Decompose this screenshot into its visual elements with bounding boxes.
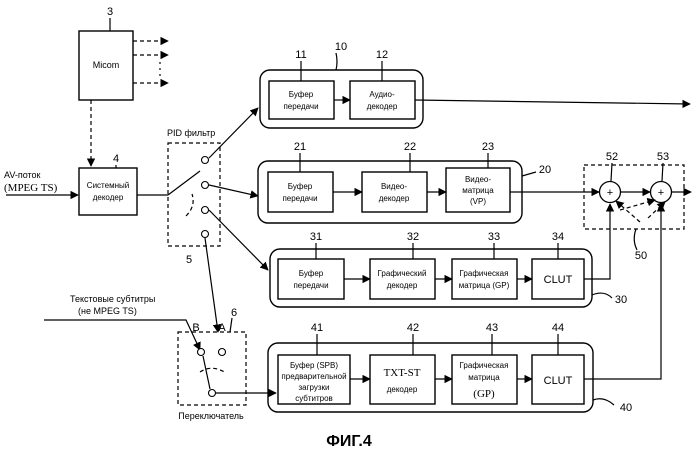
switch-label: Переключатель	[178, 411, 244, 421]
graphic-clut-ref: 34	[552, 231, 564, 243]
spb-line2: предварительной	[281, 372, 346, 381]
video-matrix-line2: матрица	[462, 186, 494, 195]
text-group-ref: 40	[620, 402, 632, 414]
graphic-buffer-ref: 31	[310, 231, 322, 243]
audio-decoder-line2: декодер	[367, 102, 398, 111]
figure-caption: ФИГ.4	[326, 433, 372, 450]
mixer-first-plus: +	[607, 187, 613, 199]
audio-buffer-line1: Буфер	[289, 90, 314, 99]
video-group-ref: 20	[539, 164, 551, 176]
graphic-decoder-line2: декодер	[387, 281, 418, 290]
video-decoder-line2: декодер	[379, 194, 410, 203]
audio-decoder-line1: Аудио-	[369, 90, 395, 99]
audio-group-ref: 10	[335, 41, 347, 53]
pid-filter-label: PID фильтр	[167, 128, 215, 138]
spb-line3: загрузки	[298, 383, 329, 392]
spb-line4: субтитров	[295, 394, 333, 403]
audio-buffer-line2: передачи	[283, 102, 318, 111]
switch-terminal-a: A	[218, 322, 226, 334]
pid-filter-ref: 5	[186, 254, 192, 266]
video-matrix-line3: (VP)	[470, 197, 486, 206]
video-decoder-ref: 22	[404, 141, 416, 153]
graphic-group: 30 Буфер передачи 31 Графический декодер…	[270, 231, 627, 307]
txt-decoder-line2: декодер	[387, 385, 418, 394]
spb-line1: Буфер (SPB)	[290, 361, 338, 370]
mpeg-ts-label: (MPEG TS)	[4, 182, 58, 194]
graphic-clut-label: CLUT	[544, 274, 573, 286]
pid-filter-block	[168, 143, 220, 246]
mixer-second-plus: +	[658, 187, 664, 199]
graphic-buffer-line2: передачи	[293, 281, 328, 290]
video-matrix-line1: Видео-	[465, 175, 491, 184]
mixer-second-ref: 53	[657, 151, 669, 163]
micom-label: Micom	[93, 60, 120, 70]
txt-decoder-ref: 42	[407, 322, 419, 334]
graphic-decoder-ref: 32	[407, 231, 419, 243]
system-decoder-ref: 4	[113, 153, 119, 165]
switch-ref: 6	[231, 307, 237, 319]
video-buffer-line2: передачи	[282, 194, 317, 203]
system-decoder-line2: декодер	[93, 193, 124, 202]
graphic-matrix-line2: матрица (GP)	[459, 281, 510, 290]
txt-decoder-line1: TXT-ST	[384, 367, 421, 379]
text-subtitle-group: 40 Буфер (SPB) предварительной загрузки …	[268, 322, 632, 414]
subtitles-label-line2: (не MPEG TS)	[78, 306, 137, 316]
mixer-group: + + 52 53 50	[584, 151, 684, 262]
subtitles-label-line1: Текстовые субтитры	[70, 294, 155, 304]
system-decoder-line1: Системный	[87, 181, 129, 190]
graphic-matrix-ref: 33	[488, 231, 500, 243]
graphic-decoder-line1: Графический	[378, 269, 427, 278]
switch-terminal-b: B	[192, 322, 199, 334]
video-buffer-ref: 21	[294, 141, 306, 153]
system-decoder-block: Системный декодер 4	[79, 153, 137, 215]
av-stream-label: AV-поток	[4, 170, 41, 180]
video-group: 20 Буфер передачи 21 Видео- декодер 22 В…	[258, 141, 551, 223]
text-matrix-line1: Графическая	[460, 361, 509, 370]
mixer-first-ref: 52	[606, 151, 618, 163]
audio-buffer-ref: 11	[295, 49, 306, 61]
video-matrix-ref: 23	[482, 141, 494, 153]
video-decoder-line1: Видео-	[381, 182, 407, 191]
audio-group: 10 Буфер передачи 11 Аудио- декодер 12	[260, 41, 423, 128]
mixer-group-ref: 50	[635, 250, 647, 262]
text-clut-label: CLUT	[544, 375, 573, 387]
text-matrix-line2: матрица	[468, 373, 500, 382]
graphic-matrix-line1: Графическая	[460, 269, 509, 278]
micom-block: Micom 3	[79, 6, 133, 100]
micom-ref: 3	[107, 6, 113, 18]
spb-ref: 41	[311, 322, 323, 334]
graphic-buffer-line1: Буфер	[299, 269, 324, 278]
text-matrix-line3: (GP)	[473, 388, 495, 400]
graphic-group-ref: 30	[615, 294, 627, 306]
video-buffer-line1: Буфер	[288, 182, 313, 191]
text-matrix-ref: 43	[486, 322, 498, 334]
audio-decoder-ref: 12	[376, 49, 388, 61]
text-clut-ref: 44	[552, 322, 564, 334]
